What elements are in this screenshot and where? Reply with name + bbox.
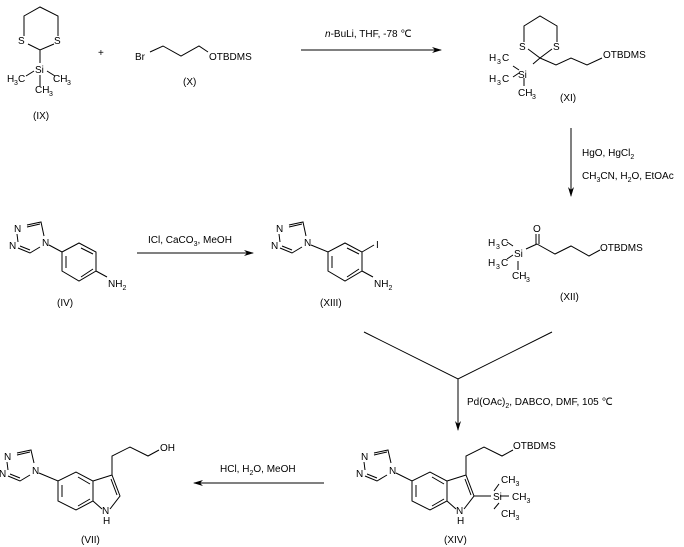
methyl-h: H [7,74,14,85]
methyl-group: CH [518,88,532,99]
methyl-c: C [18,74,25,85]
subscript: 3 [497,59,501,66]
plus-sign: + [98,48,104,59]
subscript: 3 [497,80,501,87]
methyl-group: CH3 [501,475,519,488]
nitrogen-atom: N [14,224,21,235]
propyl-chain [149,45,209,57]
methyl-c: C [502,74,509,85]
compound-label: (XIII) [320,298,342,309]
methyl-h: H [489,53,496,64]
nitrogen-atom: N [102,506,109,517]
sulfur-atom: S [18,36,25,47]
sulfur-atom: S [553,42,560,53]
convergence-lines [363,331,553,380]
methyl-group: CH [35,85,49,96]
subscript: 3 [14,80,18,87]
compound-XIII: N N N I NH2 (XIII) [271,221,392,309]
subscript: 3 [49,91,53,98]
methyl-c: C [502,53,509,64]
subscript: 3 [67,80,71,87]
compound-VII: N N N N H OH (VII) [0,443,175,546]
nitrogen-atom: N [389,466,396,477]
otbdms-group: OTBDMS [209,52,252,63]
reagent-r2-line2: CH3CN, H2O, EtOAc [582,171,674,184]
nitrogen-atom: N [9,241,16,252]
reagent-r2-line1: HgO, HgCl2 [582,148,634,161]
otbdms-group: OTBDMS [603,50,646,61]
otbdms-group: OTBDMS [513,441,556,452]
amino-group: NH2 [108,279,126,292]
subscript: 3 [496,264,500,271]
compound-label: (IV) [57,298,73,309]
hydroxyl-group: OH [160,443,175,454]
sulfur-atom: S [54,36,61,47]
oxygen-atom: O [533,224,541,235]
nitrogen-atom: N [276,224,283,235]
compound-label: (XII) [560,292,579,303]
triazole-indole-bonds [6,446,160,511]
bromine-atom: Br [135,52,146,63]
sulfur-atom: S [519,42,526,53]
silicon-atom: Si [35,65,44,76]
methyl-h: H [489,74,496,85]
nitrogen-atom: N [32,466,39,477]
nitrogen-atom: N [456,506,463,517]
hydrogen-atom: H [457,516,464,527]
subscript: 3 [526,277,530,284]
methyl-group: CH [512,271,526,282]
nitrogen-atom: N [42,238,49,249]
methyl-h: H [488,258,495,269]
triazole-phenyl-bonds [278,221,375,282]
reagent-r4: Pd(OAc)2, DABCO, DMF, 105 ℃ [467,397,613,410]
methyl-c: C [501,238,508,249]
methyl-h: H [488,238,495,249]
compound-IV: N N N NH2 (IV) [9,221,126,309]
subscript: 3 [496,244,500,251]
methyl-c: C [501,258,508,269]
compound-label: (X) [183,77,196,88]
methyl-group: CH [53,74,67,85]
ketone-chain-bonds [506,234,601,270]
compound-XI: S S Si OTBDMS H 3 C H 3 C CH 3 (XI) [489,15,646,104]
nitrogen-atom: N [271,241,278,252]
dithiane-ring-bonds [23,6,59,86]
silicon-atom: Si [518,70,527,81]
dithiane-ring-bonds [512,15,603,86]
nitrogen-atom: N [356,469,363,480]
reagent-r3: ICl, CaCO3, MeOH [148,235,232,248]
triazole-phenyl-bonds [16,221,108,282]
compound-XIV: N N N N H OTBDMS Si CH3 CH3 CH3 (XIV) [356,441,556,546]
reagent-r5: HCl, H2O, MeOH [220,464,296,477]
nitrogen-atom: N [0,469,6,480]
reagent-r1: n-BuLi, THF, -78 ℃ [325,29,412,40]
compound-label: (XIV) [444,535,467,546]
silicon-atom: Si [514,249,523,260]
nitrogen-atom: N [4,452,11,463]
compound-label: (VII) [81,535,100,546]
methyl-group: CH3 [501,509,519,522]
compound-label: (IX) [33,111,49,122]
silicon-atom: Si [493,492,502,503]
iodine-atom: I [376,240,379,251]
triazole-indole-bonds [363,446,514,511]
amino-group: NH2 [374,279,392,292]
methyl-group: CH3 [512,492,530,505]
nitrogen-atom: N [361,452,368,463]
compound-label: (XI) [560,93,576,104]
compound-X: Br OTBDMS (X) [135,45,252,88]
compound-XII: O OTBDMS Si H 3 C H 3 C CH 3 (XII) [488,224,643,303]
subscript: 3 [532,94,536,101]
compound-IX: S S Si H 3 C CH 3 CH 3 (IX) [7,6,71,122]
hydrogen-atom: H [103,516,110,527]
otbdms-group: OTBDMS [600,243,643,254]
nitrogen-atom: N [304,238,311,249]
